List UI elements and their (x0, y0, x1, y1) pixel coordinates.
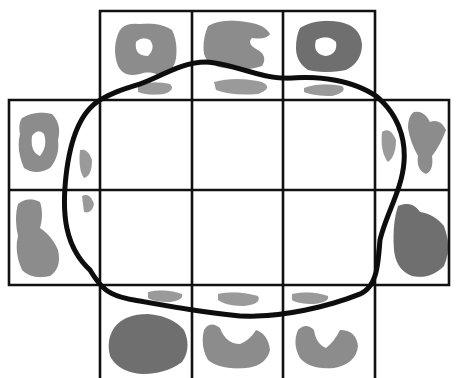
blob-top-middle-lower (214, 79, 267, 95)
blob-bottom-left (109, 314, 188, 374)
blob-bottom-middle-upper (218, 292, 259, 306)
blob-right-lower (394, 204, 449, 277)
blob-top-right (296, 21, 362, 72)
blob-bottom-left-upper (148, 290, 182, 302)
blob-top-left (115, 24, 177, 76)
blob-bottom-middle (203, 324, 270, 368)
blob-left-lower (16, 199, 59, 277)
blob-left-lower-edge (82, 195, 94, 212)
blob-left-upper-edge (80, 150, 93, 178)
blob-bottom-right (295, 326, 358, 368)
blob-left-upper (19, 113, 59, 172)
blob-right-upper (408, 112, 446, 174)
blob-bottom-right-upper (292, 292, 328, 304)
tile-blobs (16, 21, 448, 374)
blob-top-right-lower (304, 84, 344, 96)
blob-right-upper-edge (382, 130, 396, 162)
